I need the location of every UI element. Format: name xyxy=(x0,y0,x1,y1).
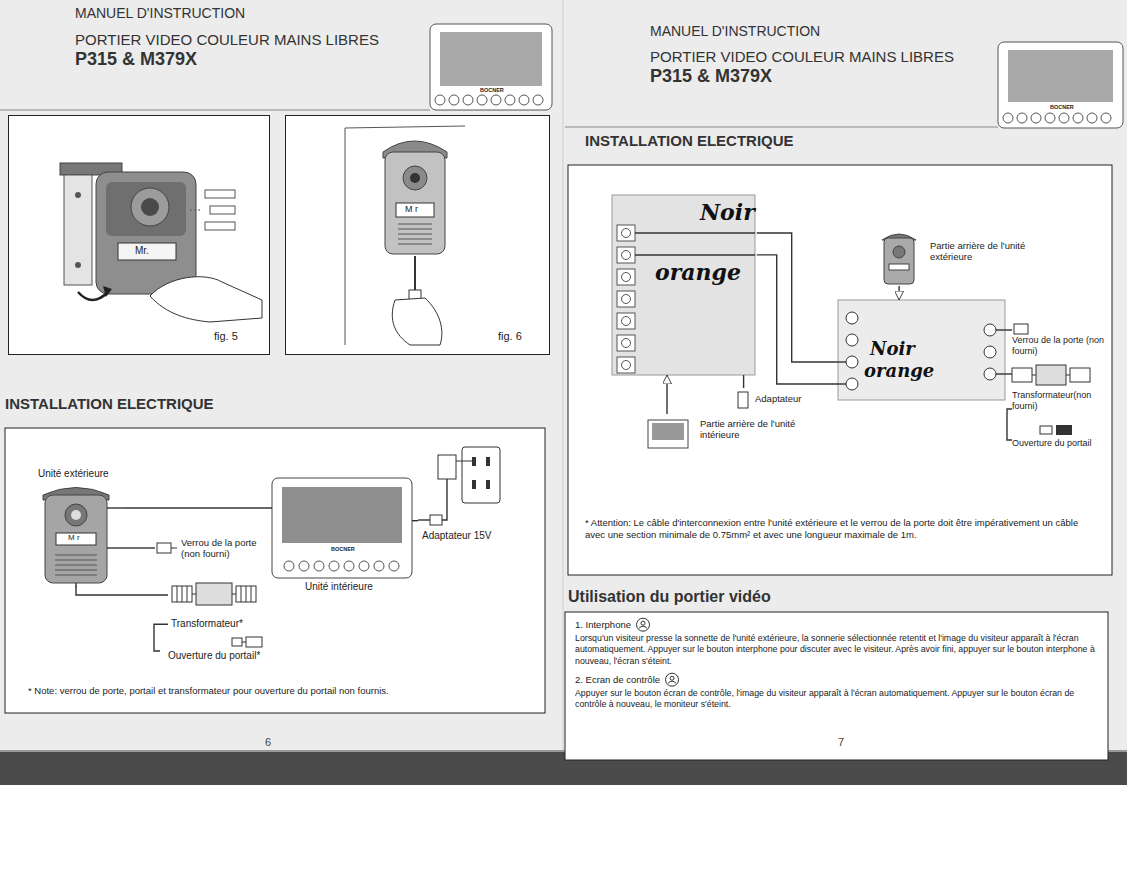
terminal-board: Noirorange xyxy=(838,300,1005,400)
header-monitor xyxy=(430,24,1123,128)
item-heading: 2. Ecran de contrôle xyxy=(575,674,660,685)
header-text: MANUEL D'INSTRUCTION xyxy=(650,23,820,40)
transformer: Transformateur(non fourni) xyxy=(1012,364,1112,414)
part-label: Verrou de la porte (non fourni) xyxy=(1012,335,1108,357)
part-label: Adaptateur xyxy=(755,393,801,404)
wire xyxy=(743,375,744,388)
part-label: Ouverture du portail xyxy=(1012,438,1092,449)
handwritten-note: Noir xyxy=(870,338,915,360)
unit-label: Unité extérieure xyxy=(38,468,109,480)
part-label: Partie arrière de l'unité extérieure xyxy=(930,240,1038,263)
part-label: Partie arrière de l'unité intérieure xyxy=(700,418,820,441)
section-heading: Utilisation du portier vidéo xyxy=(568,587,771,606)
page-number: 7 xyxy=(838,736,844,749)
outdoor-unit-icon: Partie arrière de l'unité extérieure xyxy=(878,232,1040,286)
section-heading: INSTALLATION ELECTRIQUE xyxy=(585,132,794,150)
part-label: Transformateur(non fourni) xyxy=(1012,390,1110,412)
body-text: Appuyer sur le bouton écran de contrôle,… xyxy=(575,688,1097,711)
section-panel: Utilisation du portier vidéo 1. Interphon… xyxy=(565,585,1108,760)
indoor-monitor: BOCNER Unité intérieure xyxy=(272,478,412,595)
page-number: 6 xyxy=(265,736,271,749)
section-heading: INSTALLATION ELECTRIQUE xyxy=(5,395,214,413)
brand-label: BOCNER xyxy=(331,546,355,553)
outdoor-unit-drawing xyxy=(43,488,125,588)
indoor-monitor-drawing xyxy=(272,478,412,578)
interphone-icon xyxy=(637,618,650,631)
fig5-illustration xyxy=(60,163,262,322)
model-number: P315 & M379X xyxy=(75,49,197,71)
part-label: Verrou de la porte (non fourni) xyxy=(181,538,267,560)
nameplate-text: M r xyxy=(405,204,418,215)
header-text: PORTIER VIDEO COULEUR MAINS LIBRES xyxy=(75,31,379,49)
outdoor-terminal-board xyxy=(838,234,1005,400)
indoor-terminal-board xyxy=(612,195,755,448)
handwritten-note: Noir xyxy=(700,199,755,225)
monitor-icon xyxy=(666,673,679,686)
wire xyxy=(898,286,899,300)
power-adapter: Adaptateur 15V xyxy=(418,442,510,546)
outdoor-unit: Unité extérieure xyxy=(35,466,125,586)
note-text: * Note: verrou de porte, portail et tran… xyxy=(28,685,389,696)
body-text: Lorsqu'un visiteur presse la sonnette de… xyxy=(575,633,1097,667)
part-label: Transformateur* xyxy=(171,618,243,630)
figure-panel: fig. 5 xyxy=(8,115,270,355)
figure-caption: fig. 6 xyxy=(498,330,522,343)
unit-label: Unité intérieure xyxy=(305,581,373,593)
gate-opener: Ouverture du portail* xyxy=(160,636,280,666)
model-number: P315 & M379X xyxy=(650,66,772,88)
wire xyxy=(1007,409,1012,440)
fig6-illustration xyxy=(345,126,465,345)
transformer: Transformateur* xyxy=(168,580,268,632)
note-text: * Attention: Le câble d'interconnexion e… xyxy=(585,517,1100,541)
wire xyxy=(1005,329,1012,330)
wire xyxy=(125,507,272,508)
wire xyxy=(76,586,168,595)
brand-label: BOCNER xyxy=(1050,104,1074,111)
section-panel: INSTALLATION ELECTRIQUE * Attention: Le c… xyxy=(568,128,1112,575)
nameplate-text: M r xyxy=(68,533,80,543)
wire xyxy=(1005,373,1012,374)
door-lock: Verrou de la porte (non fourni) xyxy=(155,538,269,564)
wire xyxy=(412,520,418,521)
indoor-unit-icon: Partie arrière de l'unité intérieure xyxy=(645,414,823,454)
handwritten-note: orange xyxy=(864,360,934,382)
gate-opener: Ouverture du portail xyxy=(1012,424,1108,456)
header-text: MANUEL D'INSTRUCTION xyxy=(75,5,245,22)
figure-caption: fig. 5 xyxy=(214,330,238,343)
figure-panel: fig. 6 xyxy=(285,115,550,355)
door-lock: Verrou de la porte (non fourni) xyxy=(1012,318,1110,360)
panel-ground xyxy=(5,115,1112,760)
power-adapter: Adaptateur xyxy=(735,388,817,412)
handwritten-note: orange xyxy=(655,259,741,285)
header-text: PORTIER VIDEO COULEUR MAINS LIBRES xyxy=(650,48,954,66)
wire xyxy=(757,233,838,362)
terminal-board: Noir orange xyxy=(612,195,757,375)
brand-label: BOCNER xyxy=(480,87,504,94)
section-panel: INSTALLATION ELECTRIQUE * Note: verrou de… xyxy=(5,393,545,713)
wire xyxy=(666,375,667,414)
part-label: Ouverture du portail* xyxy=(168,650,260,662)
left-accessories xyxy=(157,447,500,647)
part-label: Adaptateur 15V xyxy=(422,530,492,542)
nameplate-text: Mr. xyxy=(135,245,149,257)
wire xyxy=(125,547,155,548)
wire xyxy=(154,624,168,651)
wire xyxy=(757,255,838,384)
item-heading: 1. Interphone xyxy=(575,619,631,630)
